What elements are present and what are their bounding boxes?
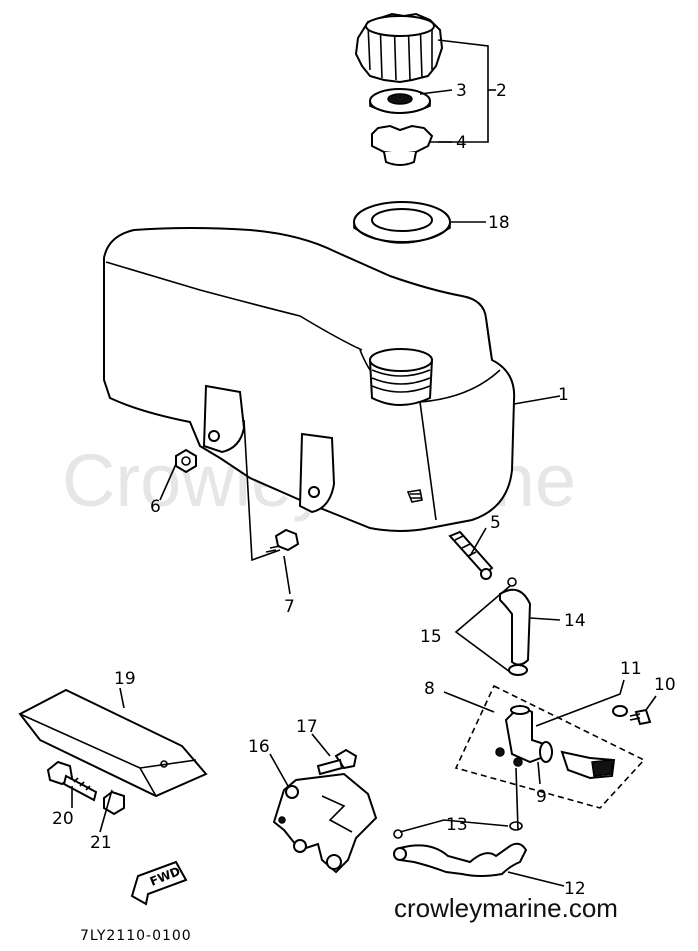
callout-15: 15	[420, 627, 442, 647]
callout-3: 3	[456, 81, 467, 101]
hose-12	[393, 842, 528, 877]
callout-2: 2	[496, 81, 507, 101]
callout-20: 20	[52, 809, 74, 829]
filler-cap	[354, 12, 444, 84]
bolt-17	[316, 748, 358, 776]
nut-6	[175, 448, 197, 474]
clip-13b	[509, 821, 523, 831]
nut-21	[103, 790, 125, 816]
callout-4: 4	[456, 133, 467, 153]
callout-11: 11	[620, 659, 642, 679]
callout-14: 14	[564, 611, 586, 631]
callout-21: 21	[90, 833, 112, 853]
callout-19: 19	[114, 669, 136, 689]
site-label: crowleymarine.com	[394, 893, 618, 923]
fuel-cock-8	[454, 684, 646, 809]
callout-13: 13	[446, 815, 468, 835]
pouch-19	[18, 688, 208, 798]
fwd-arrow: FWD	[130, 860, 188, 906]
screw-10	[629, 708, 652, 726]
clip-13a	[393, 829, 403, 839]
callout-5: 5	[490, 513, 501, 533]
callout-9: 9	[536, 787, 547, 807]
callout-18: 18	[488, 213, 510, 233]
cap-valve-gasket	[369, 88, 431, 114]
diagram-code: 7LY2110-0100	[80, 928, 192, 944]
callout-7: 7	[284, 597, 295, 617]
tank-gasket-ring	[353, 201, 451, 244]
fuel-hose-14	[499, 577, 532, 676]
callout-16: 16	[248, 737, 270, 757]
cap-base	[371, 124, 434, 166]
bolt-7	[265, 528, 300, 553]
callout-numbers: 1 2 3 4 5 6 7 8 9 10 11 12 13 14 15 16 1…	[52, 81, 676, 899]
washer-11	[612, 705, 628, 717]
callout-12: 12	[564, 879, 586, 899]
fuel-tank	[103, 227, 516, 532]
bolt-20	[46, 760, 98, 802]
callout-1: 1	[558, 385, 569, 405]
callout-10: 10	[654, 675, 676, 695]
bracket-16	[272, 772, 378, 874]
callout-17: 17	[296, 717, 318, 737]
callout-6: 6	[150, 497, 161, 517]
callout-8: 8	[424, 679, 435, 699]
leader-lines	[71, 39, 657, 887]
